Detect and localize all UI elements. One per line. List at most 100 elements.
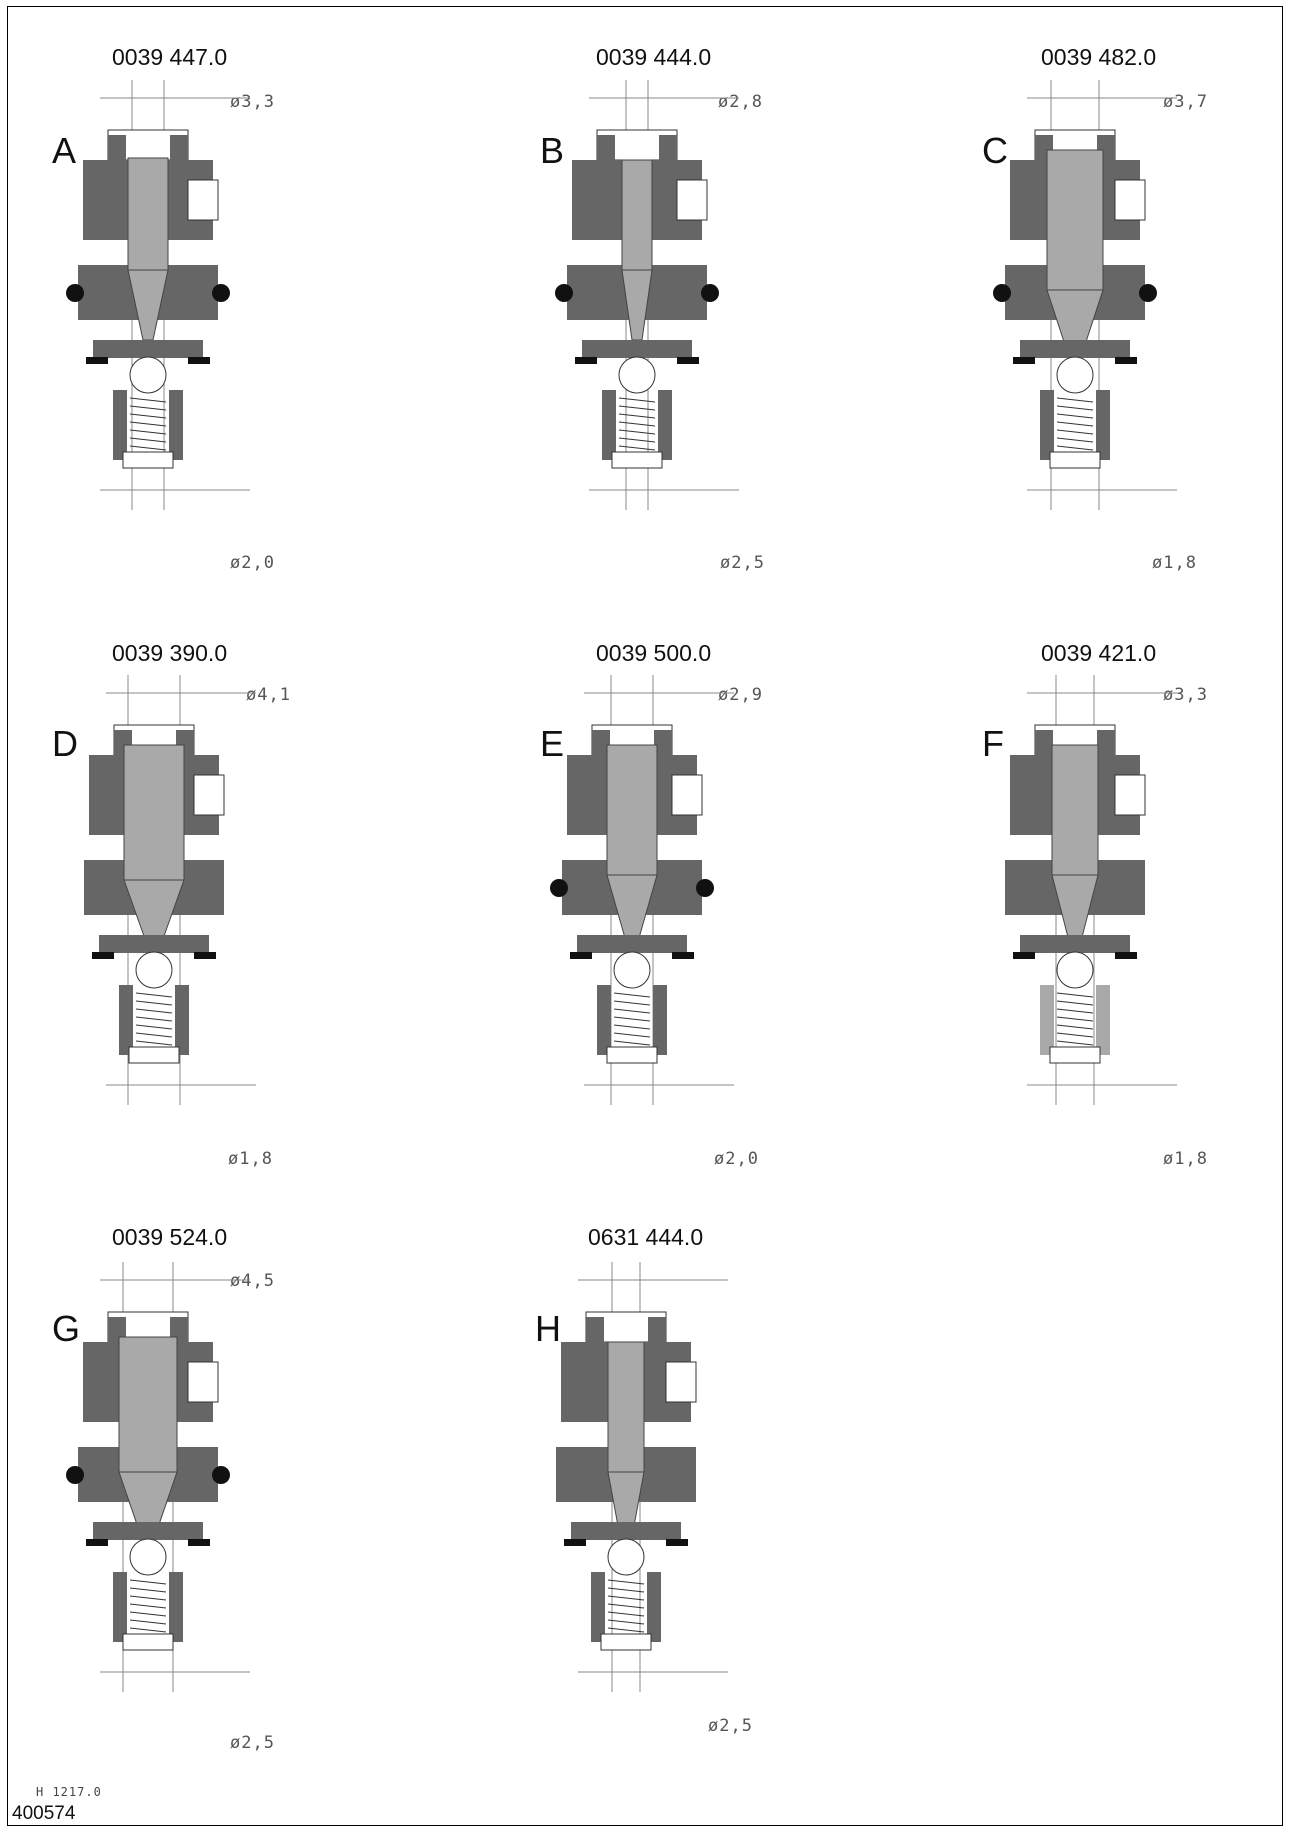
part-number-h: 0631 444.0 [588, 1224, 704, 1250]
spring-coil [613, 1032, 651, 1038]
variant-letter-d: D [52, 723, 78, 764]
valve-drawing-d [84, 675, 256, 1105]
spring-coil [1056, 1040, 1094, 1046]
spring-coil [607, 1603, 645, 1609]
valve-stem [1051, 744, 1099, 876]
variant-letter-b: B [540, 130, 565, 171]
spring-coil [129, 1595, 167, 1601]
o-ring-right [212, 284, 230, 302]
spring-coil [135, 1024, 173, 1030]
upper-wall-right [654, 730, 672, 835]
spring-coil [1056, 437, 1094, 443]
housing-wall-left [113, 390, 127, 460]
spring-coil [129, 413, 167, 419]
dim-top-g: ø4,5 [230, 1271, 275, 1291]
dim-bottom-f: ø1,8 [1163, 1149, 1208, 1169]
dim-top-e: ø2,9 [718, 685, 763, 705]
lower-flange [582, 340, 692, 358]
seal-right [677, 357, 699, 364]
valve-drawing-c [993, 80, 1177, 510]
side-port [1114, 179, 1146, 221]
side-port [187, 1361, 219, 1403]
spring-coil [135, 1008, 173, 1014]
upper-wall-left [108, 135, 126, 240]
side-port [676, 179, 708, 221]
upper-wall-left [1035, 730, 1053, 835]
dim-bottom-e: ø2,0 [714, 1149, 759, 1169]
spring-seat [606, 1046, 658, 1064]
housing-wall-right [175, 985, 189, 1055]
seal-right [672, 952, 694, 959]
variant-letter-g: G [52, 1308, 81, 1349]
variant-letter-h: H [535, 1308, 561, 1349]
upper-wall-right [659, 135, 677, 240]
part-number-a: 0039 447.0 [112, 44, 228, 70]
housing-wall-right [1096, 985, 1110, 1055]
spring-coil [1056, 1024, 1094, 1030]
spring-coil [1056, 1008, 1094, 1014]
spring-coil [1056, 421, 1094, 427]
side-port [193, 774, 225, 816]
spring-coil [618, 437, 656, 443]
seal-right [188, 1539, 210, 1546]
dim-bottom-d: ø1,8 [228, 1149, 273, 1169]
spring-coil [618, 413, 656, 419]
seal-right [1115, 952, 1137, 959]
spring-coil [1056, 397, 1094, 403]
spring-seat [1049, 451, 1101, 469]
spring-coil [129, 397, 167, 403]
housing-wall-left [597, 985, 611, 1055]
spring-coil [613, 1000, 651, 1006]
spring-coil [613, 1008, 651, 1014]
spring-coil [129, 1579, 167, 1585]
part-number-d: 0039 390.0 [112, 640, 228, 666]
spring-coil [129, 1627, 167, 1633]
check-ball [129, 356, 167, 394]
dim-top-d: ø4,1 [246, 685, 291, 705]
o-ring-right [212, 1466, 230, 1484]
seal-right [188, 357, 210, 364]
upper-wall-left [592, 730, 610, 835]
variant-letter-a: A [52, 130, 77, 171]
seal-right [194, 952, 216, 959]
drawing-reference: H 1217.0 [36, 1785, 102, 1799]
housing-wall-right [653, 985, 667, 1055]
valve-drawing-f [1005, 675, 1177, 1105]
spring-seat [122, 1633, 174, 1651]
valve-drawing-g [66, 1262, 250, 1692]
document-number: 400574 [12, 1803, 76, 1824]
valve-drawing-e [550, 675, 734, 1105]
spring-coil [613, 992, 651, 998]
spring-coil [1056, 413, 1094, 419]
seal-left [86, 1539, 108, 1546]
variant-letter-c: C [982, 130, 1008, 171]
spring-coil [618, 421, 656, 427]
valve-stem [127, 157, 169, 271]
o-ring-left [550, 879, 568, 897]
seal-right [1115, 357, 1137, 364]
seal-left [575, 357, 597, 364]
o-ring-left [555, 284, 573, 302]
spring-coil [607, 1595, 645, 1601]
lower-flange [99, 935, 209, 953]
part-number-b: 0039 444.0 [596, 44, 712, 70]
spring-coil [129, 405, 167, 411]
spring-coil [129, 1611, 167, 1617]
housing-wall-right [169, 1572, 183, 1642]
spring-coil [129, 1619, 167, 1625]
o-ring-right [701, 284, 719, 302]
upper-wall-left [597, 135, 615, 240]
spring-coil [129, 421, 167, 427]
o-ring-left [66, 1466, 84, 1484]
seal-left [92, 952, 114, 959]
housing-wall-left [113, 1572, 127, 1642]
spring-coil [618, 429, 656, 435]
spring-coil [1056, 992, 1094, 998]
spring-seat [611, 451, 663, 469]
dim-bottom-g: ø2,5 [230, 1733, 275, 1753]
dim-top-f: ø3,3 [1163, 685, 1208, 705]
spring-coil [1056, 445, 1094, 451]
valve-drawing-b [555, 80, 739, 510]
spring-coil [607, 1587, 645, 1593]
drawing-sheet [7, 6, 1283, 1826]
